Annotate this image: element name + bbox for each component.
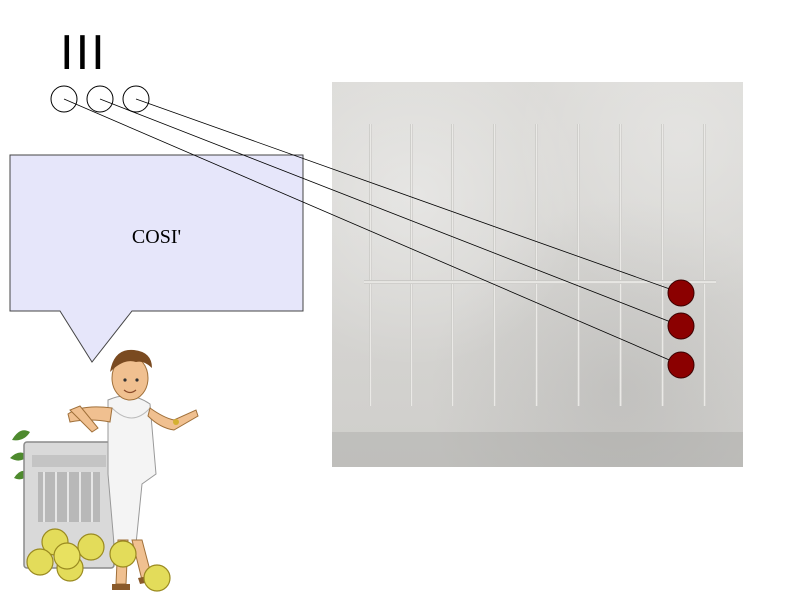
- roman-character-icon: [0, 340, 230, 595]
- connector-line-1: [64, 99, 681, 365]
- pebble-1: [668, 280, 694, 306]
- connector-line-3: [136, 99, 681, 293]
- connector-line-2: [100, 99, 681, 326]
- pebble-2: [668, 313, 694, 339]
- pebble-3: [668, 352, 694, 378]
